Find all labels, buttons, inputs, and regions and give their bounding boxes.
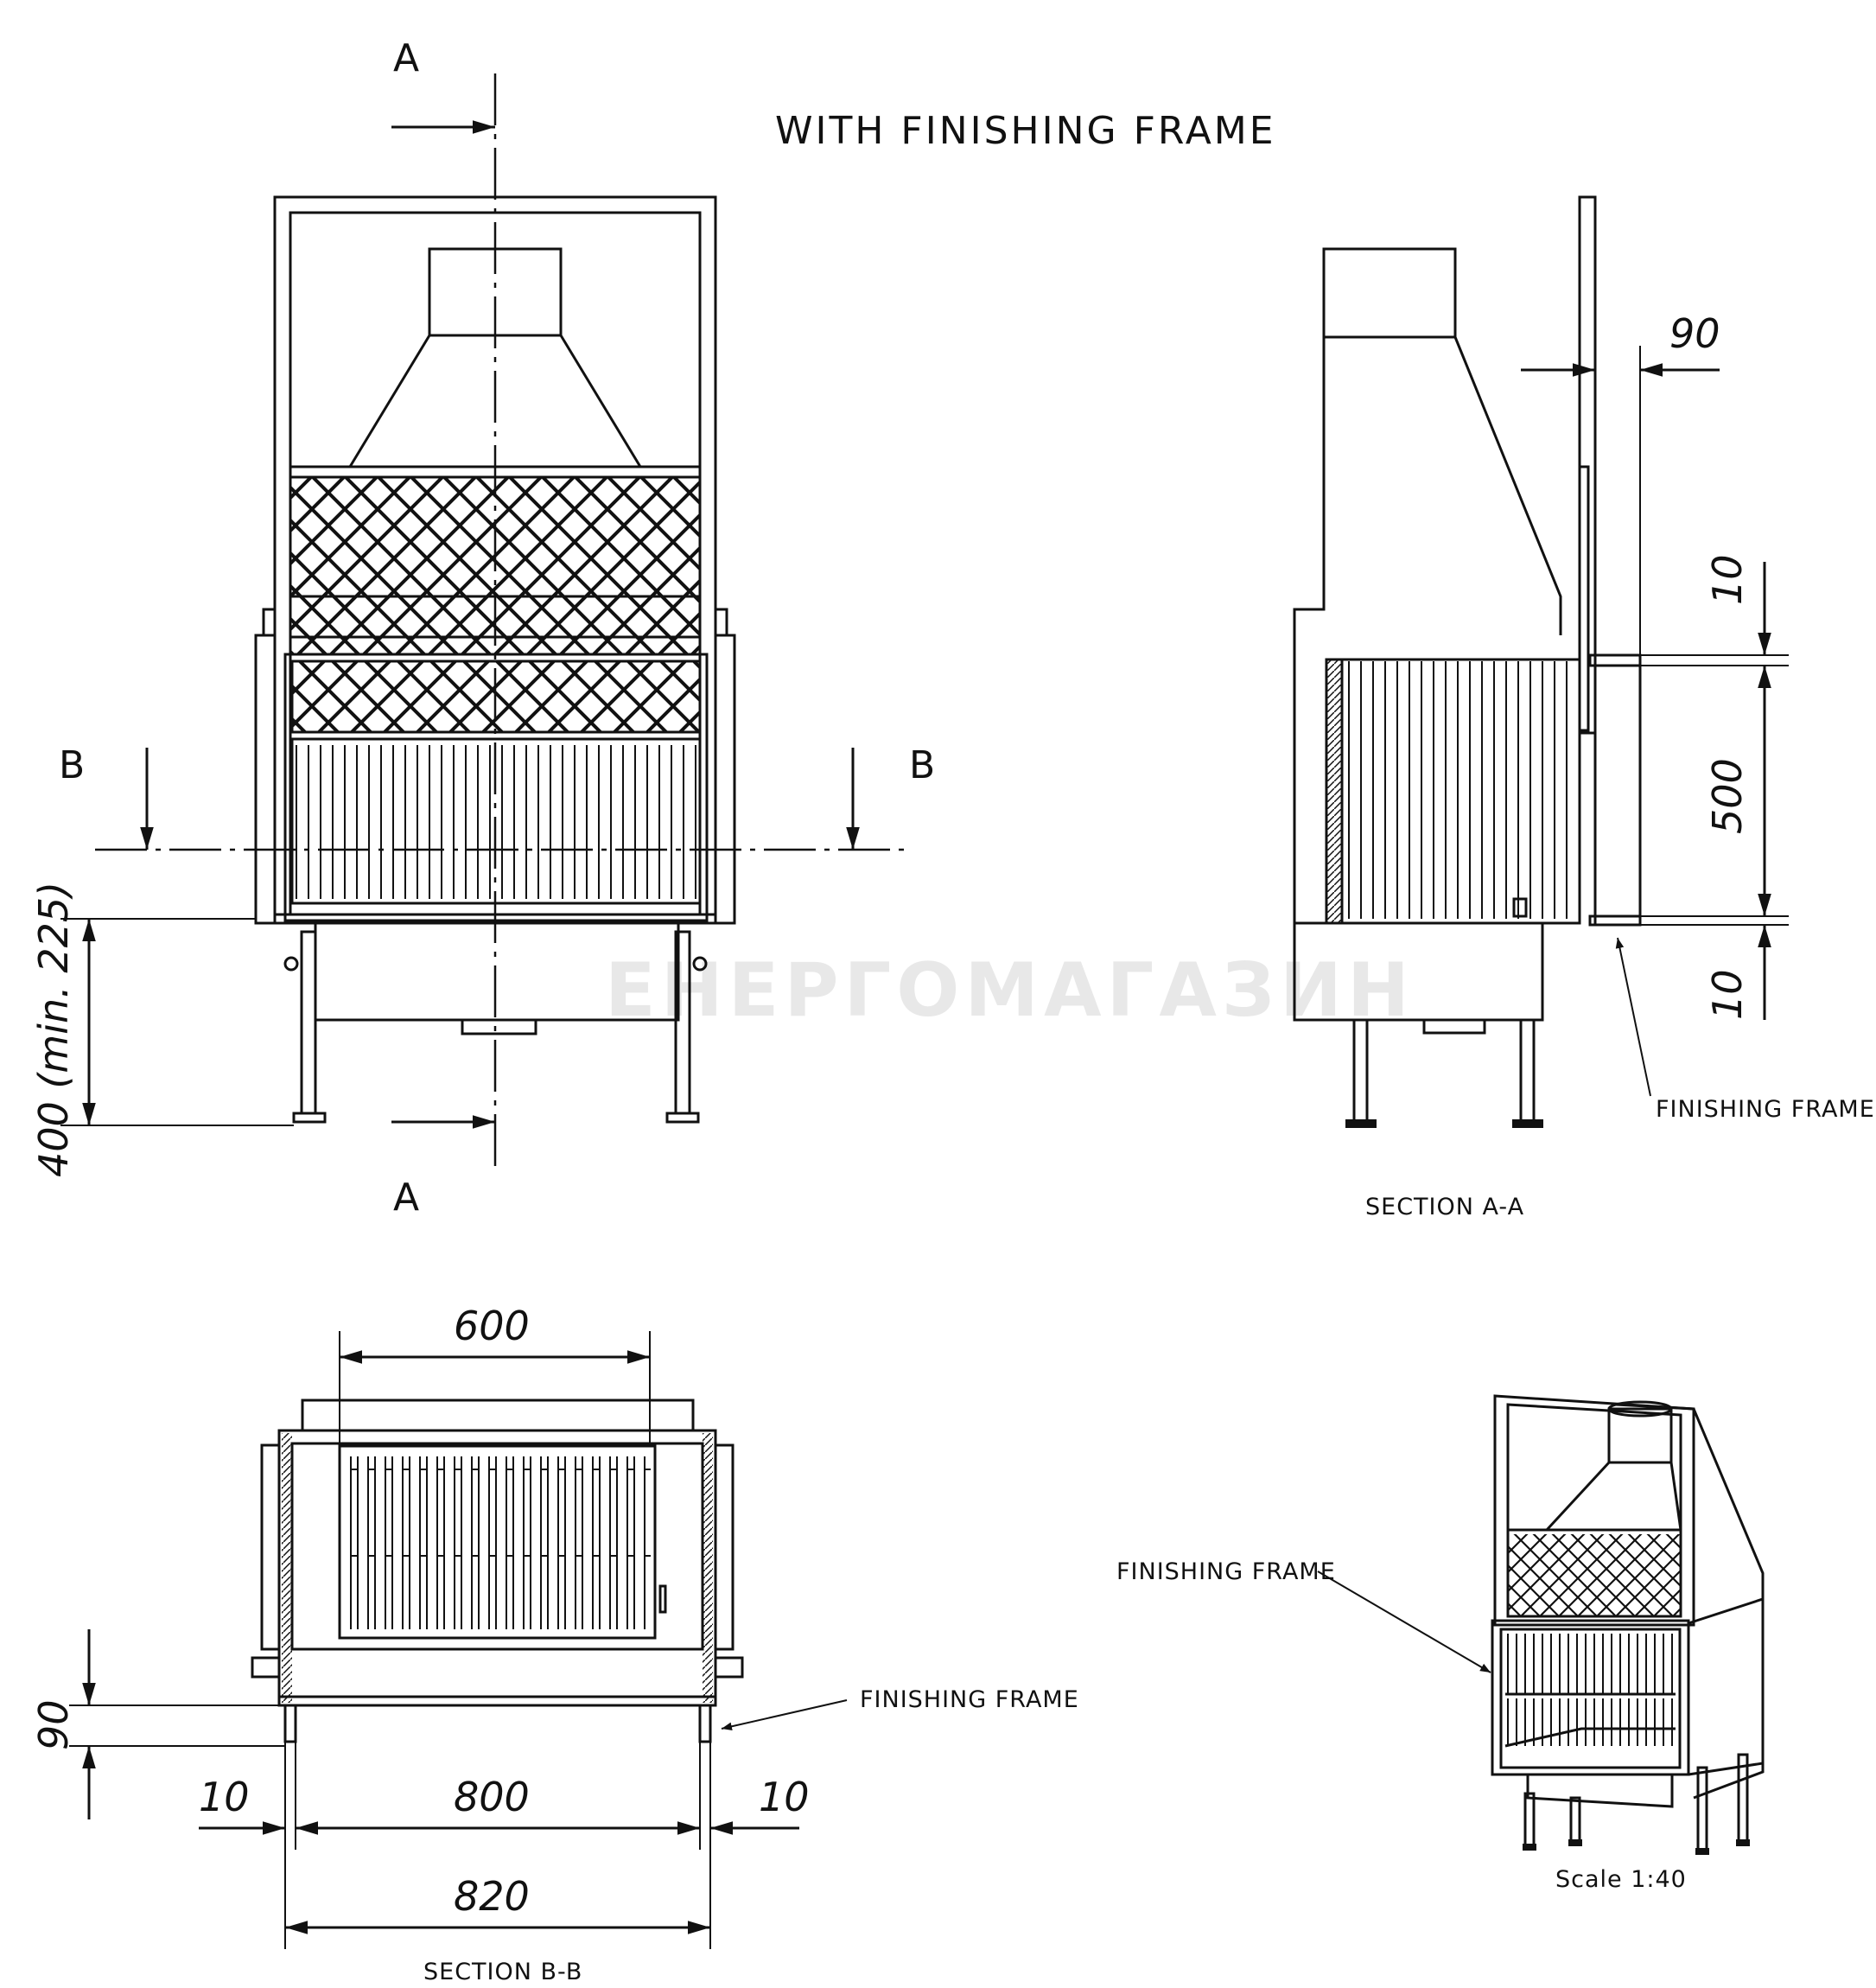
section-bb-caption: SECTION B-B — [423, 1959, 582, 1985]
section-marker-b-left: B — [59, 743, 87, 787]
section-aa-bottom-dim: 10 — [1704, 969, 1751, 1020]
section-bb-right-dim: 10 — [759, 1774, 810, 1820]
section-bb-view: 600 90 10 800 10 820 FINISHING FRAME SEC… — [30, 1303, 1079, 1985]
section-bb-total-dim: 820 — [454, 1873, 530, 1920]
section-aa-depth-dim: 90 — [1669, 310, 1720, 357]
isometric-scale: Scale 1:40 — [1555, 1866, 1687, 1893]
page-title: WITH FINISHING FRAME — [775, 109, 1276, 153]
front-height-dimension: 400 (min. 225) — [30, 882, 77, 1177]
section-bb-inner-dim: 600 — [454, 1303, 530, 1349]
section-marker-a-top: A — [393, 36, 422, 80]
section-marker-a-bottom: A — [393, 1176, 422, 1220]
section-marker-b-right: B — [909, 743, 938, 787]
section-bb-depth-dim: 90 — [30, 1699, 77, 1750]
isometric-frame-label: FINISHING FRAME — [1116, 1558, 1336, 1585]
section-aa-view: 90 10 500 10 FINISHING FRAME SECTION A-A — [1293, 195, 1875, 1220]
section-aa-opening-dim: 500 — [1704, 758, 1751, 834]
section-bb-frame-label: FINISHING FRAME — [860, 1686, 1079, 1713]
section-bb-opening-dim: 800 — [454, 1774, 530, 1820]
section-aa-top-dim: 10 — [1704, 554, 1751, 605]
section-bb-left-dim: 10 — [199, 1774, 250, 1820]
section-aa-frame-label: FINISHING FRAME — [1656, 1096, 1875, 1123]
watermark: ЕНЕРГОМАГАЗИН — [605, 947, 1415, 1034]
section-aa-caption: SECTION A-A — [1365, 1194, 1524, 1220]
front-view: A A B B — [30, 36, 938, 1220]
isometric-view: FINISHING FRAME Scale 1:40 — [1116, 1394, 1765, 1893]
